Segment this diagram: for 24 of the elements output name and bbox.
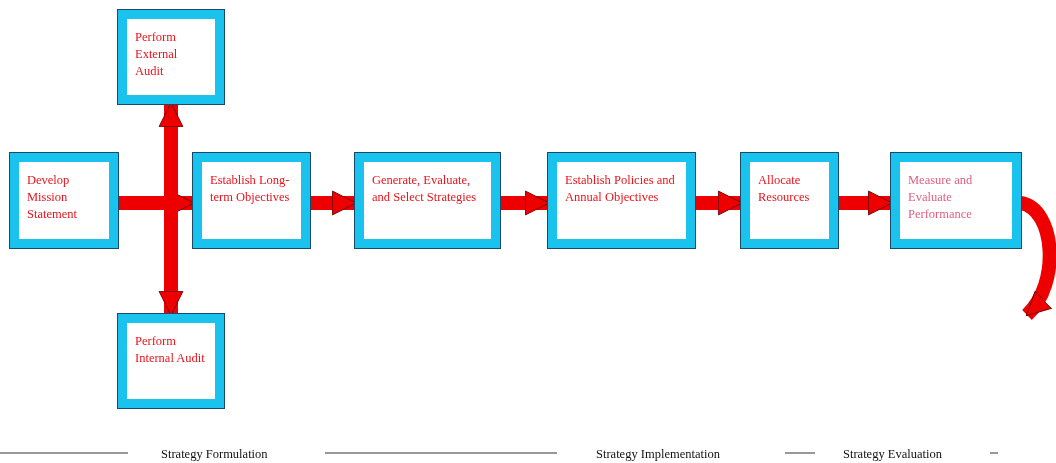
process-box (741, 153, 838, 248)
process-box (10, 153, 118, 248)
step-text: Establish Policies and Annual Objectives (565, 172, 676, 206)
step-text: Perform Internal Audit (135, 333, 206, 367)
process-box (891, 153, 1021, 248)
step-text: Establish Long-term Objectives (210, 172, 291, 206)
process-box (193, 153, 310, 248)
step-text: Perform External Audit (135, 29, 179, 80)
process-box (118, 10, 224, 104)
process-box (118, 314, 224, 408)
process-box (548, 153, 695, 248)
process-box (355, 153, 500, 248)
block-arrow (310, 190, 357, 216)
block-arrow (695, 190, 743, 216)
phase-label: Strategy Evaluation (843, 447, 942, 462)
block-arrow (838, 190, 893, 216)
step-text: Develop Mission Statement (27, 172, 78, 223)
block-arrow (158, 102, 184, 316)
step-text: Allocate Resources (758, 172, 811, 206)
step-text: Generate, Evaluate, and Select Strategies (372, 172, 478, 206)
phase-label: Strategy Formulation (161, 447, 268, 462)
block-arrow (500, 190, 550, 216)
step-text: Measure and Evaluate Performance (908, 172, 974, 223)
phase-label: Strategy Implementation (596, 447, 720, 462)
